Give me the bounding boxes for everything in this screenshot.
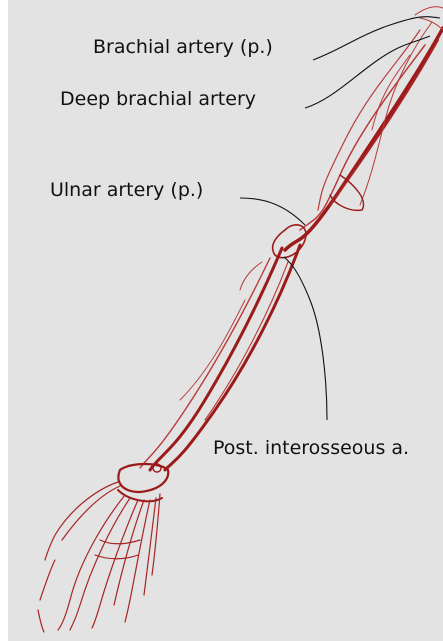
finger-artery-4 — [152, 494, 160, 575]
post-interosseous-artery — [205, 262, 288, 420]
wrist-arches — [118, 464, 168, 501]
finger-tip-left — [38, 560, 55, 632]
leader-ulnar — [240, 198, 305, 225]
finger-artery-3b — [144, 498, 156, 595]
recurrent-branch — [240, 262, 262, 290]
brachial-artery — [285, 28, 443, 250]
upper-arm-arteries — [273, 7, 443, 258]
finger-artery-1 — [58, 495, 125, 630]
label-ulnar-artery: Ulnar artery (p.) — [50, 181, 203, 200]
leader-deep-brachial — [305, 36, 430, 108]
deep-brachial-artery — [300, 45, 425, 230]
hand-arteries — [38, 482, 160, 632]
label-deep-brachial-artery: Deep brachial artery — [60, 90, 256, 109]
elbow-loop — [330, 175, 363, 210]
finger-artery-2 — [92, 500, 138, 628]
leader-post-interosseous — [284, 257, 327, 420]
label-post-interosseous: Post. interosseous a. — [213, 439, 409, 458]
leader-lines — [240, 17, 440, 420]
label-brachial-artery: Brachial artery (p.) — [93, 38, 273, 57]
collateral-1 — [318, 30, 420, 210]
